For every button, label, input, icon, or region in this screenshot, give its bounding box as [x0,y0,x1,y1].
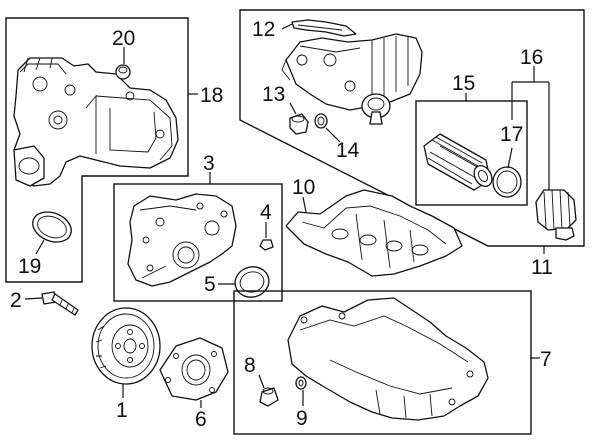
group-box-11 [239,9,585,247]
part-5-seal-ring [234,266,270,298]
callout-6: 6 [195,408,207,431]
part-18-housing-assembly [13,57,179,187]
part-16-filter-cap [535,189,577,241]
group-box-7 [233,290,532,435]
callout-5: 5 [204,273,216,296]
part-10-baffle [285,189,463,277]
part-3-front-cover [127,193,237,287]
part-2-bolt [41,291,79,316]
callout-labels: 18 20 19 3 4 5 12 13 14 15 16 17 10 11 7… [10,18,553,431]
callout-13: 13 [262,83,285,106]
part-20-cap [115,64,131,80]
part-7-oil-pan [287,297,489,421]
group-box-18 [5,17,189,283]
callout-15: 15 [452,72,475,95]
part-1-pulley [91,307,161,385]
part-19-seal-ring [32,211,72,243]
part-12-gasket [291,19,357,37]
callout-17: 17 [500,123,523,146]
part-13-plug [289,113,309,135]
part-6-seal-cover [159,337,229,401]
part-9-washer [295,376,307,390]
callout-9: 9 [296,407,308,430]
callout-1: 1 [116,399,128,422]
callout-10: 10 [292,176,315,199]
group-box-15 [415,100,528,206]
callout-14: 14 [336,139,360,162]
callout-8: 8 [244,354,256,377]
leader-lines [24,23,550,408]
callout-20: 20 [112,27,135,50]
callout-19: 19 [18,255,41,278]
part-15-filter-element [423,133,493,191]
callout-18: 18 [200,84,223,107]
group-box-3 [113,183,283,302]
part-17-o-ring [492,166,522,198]
part-4-dowel [259,239,274,251]
part-11-filter-housing [281,33,423,125]
callout-16: 16 [520,46,543,69]
callout-11: 11 [531,256,553,279]
callout-12: 12 [252,18,275,41]
callout-7: 7 [540,348,552,371]
callout-4: 4 [260,201,272,224]
callout-2: 2 [10,289,22,312]
part-14-seal [314,113,328,129]
part-8-drain-plug [259,387,279,407]
callout-3: 3 [203,152,215,175]
